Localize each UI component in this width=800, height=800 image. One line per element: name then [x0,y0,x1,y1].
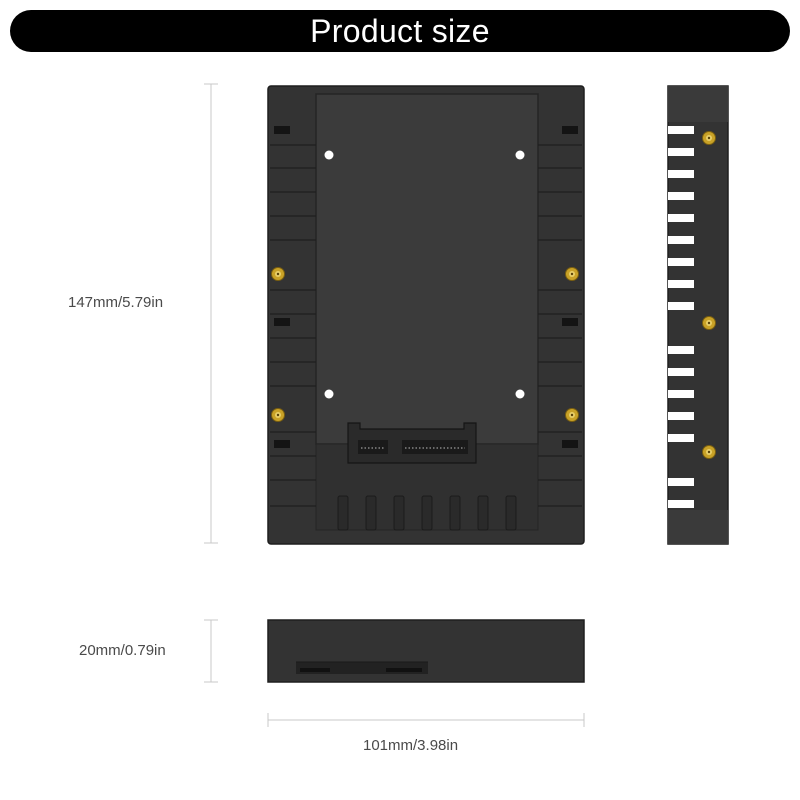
product-bottom-view [267,619,585,683]
mounting-holes [324,150,525,399]
thickness-dimension-line [204,619,218,683]
side-fin-slots [668,126,694,508]
product-side-view [667,85,729,545]
height-dimension-line [204,83,218,544]
product-front-view [267,85,585,545]
height-dimension-label: 147mm/5.79in [68,294,164,311]
sata-connector-icon [347,422,477,464]
banner-title: Product size [310,12,490,49]
thickness-dimension-label: 20mm/0.79in [79,642,166,659]
bottom-fins [337,495,517,531]
width-dimension-label: 101mm/3.98in [363,737,459,754]
left-rail-fins [270,144,316,507]
width-dimension-line [267,713,585,727]
title-banner: Product size [10,10,790,52]
right-rail-fins [538,144,582,507]
